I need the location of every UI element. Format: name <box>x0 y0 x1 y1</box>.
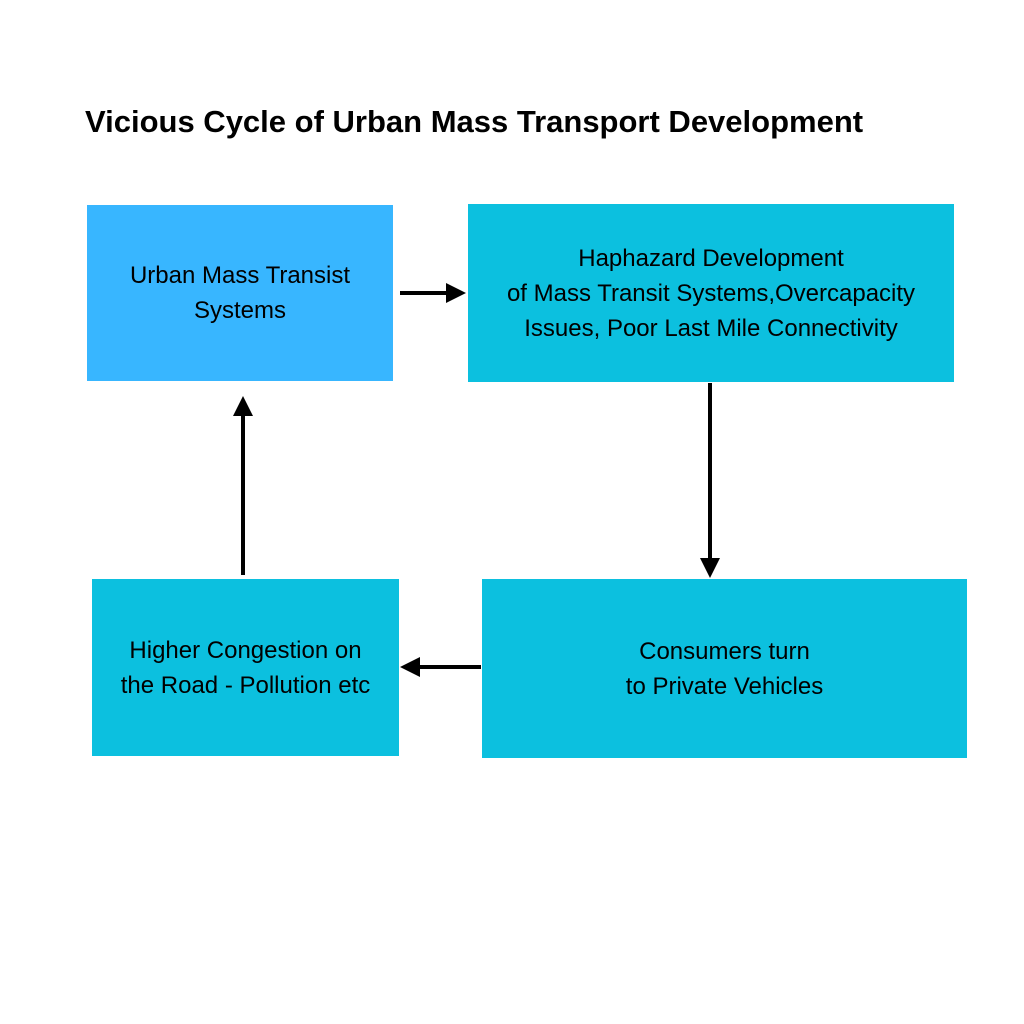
node-label-haphazard-development: Haphazard Development of Mass Transit Sy… <box>506 244 916 342</box>
node-urban-mass-transit-systems: Urban Mass Transist Systems <box>87 205 393 381</box>
node-haphazard-development: Haphazard Development of Mass Transit Sy… <box>468 204 954 382</box>
node-label-higher-congestion: Higher Congestion on the Road - Pollutio… <box>120 636 371 699</box>
node-label-consumers-private-vehicles: Consumers turn to Private Vehicles <box>625 637 824 700</box>
node-higher-congestion: Higher Congestion on the Road - Pollutio… <box>92 579 399 756</box>
node-label-urban-mass-transit-systems: Urban Mass Transist Systems <box>129 262 351 324</box>
diagram-title: Vicious Cycle of Urban Mass Transport De… <box>85 104 864 139</box>
node-consumers-private-vehicles: Consumers turn to Private Vehicles <box>482 579 967 758</box>
